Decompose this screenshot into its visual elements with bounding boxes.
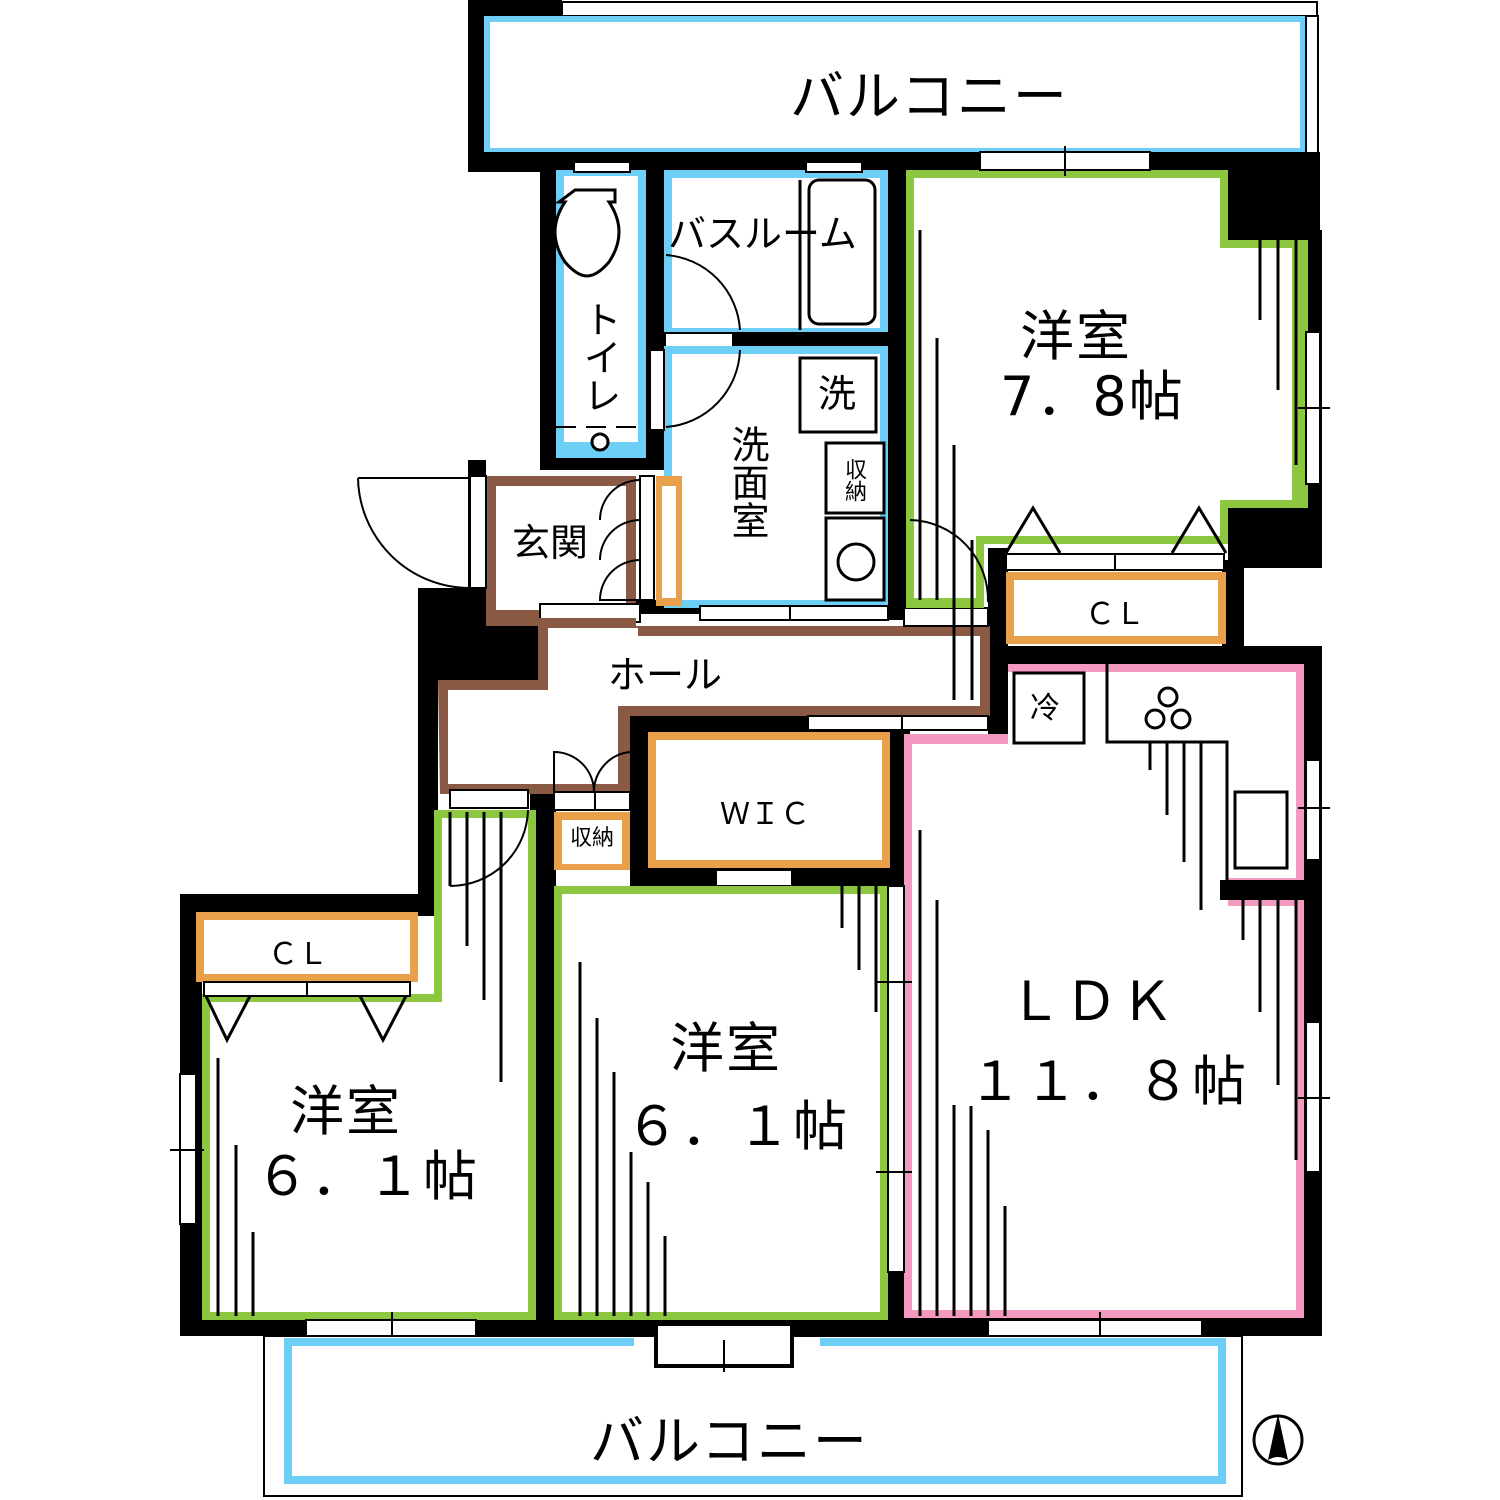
bedroom-ne-size: 7．8帖 <box>1000 365 1185 428</box>
ldk <box>904 664 1330 1346</box>
toilet-label: トイレ <box>577 300 621 414</box>
bedroom-ne-name: 洋室 <box>1020 305 1132 368</box>
toilet-room <box>553 161 646 458</box>
washer-icon <box>798 356 878 434</box>
bedroom-s <box>554 885 912 1372</box>
balcony-north <box>468 0 1320 172</box>
closet-ne-label: ＣＬ <box>1085 597 1145 632</box>
washroom <box>649 346 889 621</box>
washroom-label: 洗面室 <box>725 425 769 539</box>
hall <box>438 607 990 809</box>
bathroom <box>664 161 888 346</box>
bedroom-ne <box>906 146 1330 700</box>
bedroom-sw-size: ６．１帖 <box>255 1145 479 1208</box>
toilet-icon <box>553 188 621 278</box>
ldk-size: １１．８帖 <box>968 1050 1248 1113</box>
washbasin-icon <box>836 542 876 582</box>
sink-icon <box>1233 790 1289 870</box>
bedroom-sw <box>170 809 536 1346</box>
bedroom-sw-name: 洋室 <box>290 1080 402 1143</box>
stove-icon <box>1144 686 1192 730</box>
closet-ne <box>1006 572 1226 644</box>
bedroom-s-size: ６．１帖 <box>625 1095 849 1158</box>
wic-label: ＷＩＣ <box>720 797 810 832</box>
balcony-south <box>263 1322 1243 1497</box>
fridge-icon <box>1012 671 1086 745</box>
north-arrow-icon <box>1241 1390 1304 1496</box>
bedroom-s-name: 洋室 <box>670 1017 782 1080</box>
hall-storage-label: 収納 <box>570 826 615 851</box>
bathroom-label: バスルーム <box>668 212 857 256</box>
entrance-label: 玄関 <box>512 521 589 565</box>
hall-storage <box>553 750 631 870</box>
wic <box>648 732 890 962</box>
ldk-name: ＬＤＫ <box>1008 970 1176 1033</box>
closet-sw-label: ＣＬ <box>268 937 328 972</box>
fridge-label: 冷 <box>1030 691 1060 726</box>
wash-storage-label: 収納 <box>841 458 866 502</box>
bathtub-icon <box>807 178 877 326</box>
balcony-north-label: バルコニー <box>790 65 1069 128</box>
entrance <box>357 475 682 626</box>
balcony-south-label: バルコニー <box>590 1410 869 1473</box>
hall-label: ホール <box>608 653 723 697</box>
washer-label: 洗 <box>818 372 857 416</box>
